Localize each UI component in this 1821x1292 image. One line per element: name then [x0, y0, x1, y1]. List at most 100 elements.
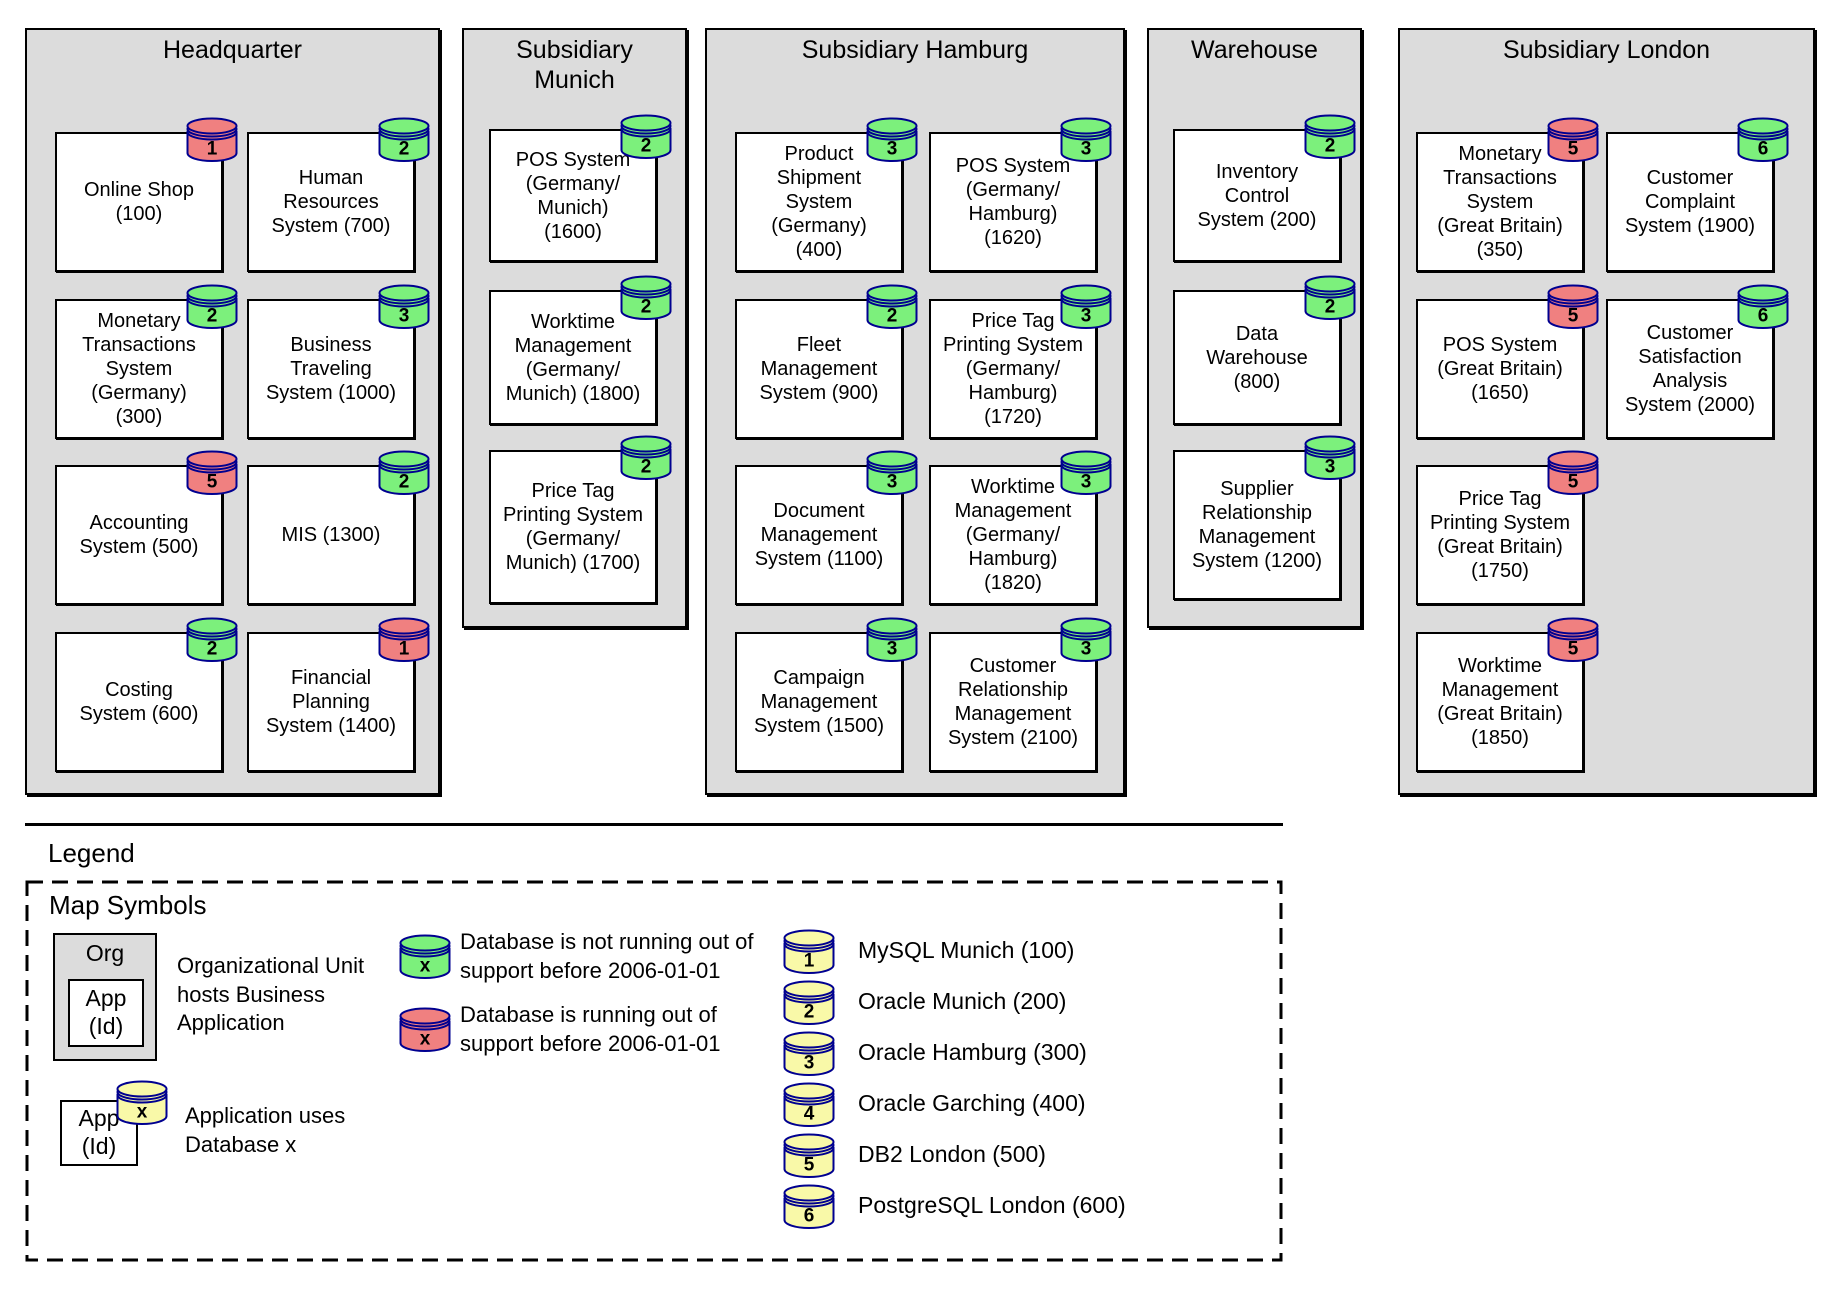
database-id: 2 — [887, 306, 898, 327]
database-id: 3 — [1081, 139, 1092, 160]
database-supported-description: Database is not running out of support b… — [460, 929, 754, 983]
database-id: 2 — [1325, 297, 1336, 318]
database-id: 6 — [1758, 139, 1769, 160]
database-badge: 2 — [1303, 113, 1357, 166]
app-symbol: App (Id) — [68, 979, 144, 1047]
database-cylinder-icon: 2 — [378, 117, 430, 162]
database-badge: 3 — [1059, 116, 1113, 169]
database-badge: 3 — [865, 449, 919, 502]
database-id: x — [420, 1029, 431, 1050]
app-label: Data Warehouse (800) — [1206, 322, 1308, 393]
org-unit-title: Subsidiary Hamburg — [801, 36, 1029, 64]
database-id: 2 — [1325, 136, 1336, 157]
org-symbol-description: Organizational Unit hosts Business Appli… — [177, 953, 365, 1036]
database-id: 3 — [1325, 457, 1336, 478]
database-id: x — [137, 1102, 148, 1123]
database-id: 5 — [1568, 639, 1579, 660]
database-id: 1 — [399, 639, 410, 660]
database-id: 5 — [804, 1155, 815, 1176]
app-label: Campaign Management System (1500) — [753, 667, 885, 737]
database-badge: 5 — [1546, 116, 1600, 169]
database-cylinder-icon: 3 — [1060, 117, 1112, 162]
database-id: x — [420, 956, 431, 977]
app-label: Financial Planning System (1400) — [265, 667, 397, 737]
database-list-icon: 3 — [782, 1030, 836, 1083]
database-id: 3 — [804, 1053, 815, 1074]
database-list-icon: 5 — [782, 1132, 836, 1185]
database-cylinder-icon: x — [116, 1080, 168, 1125]
database-id: 3 — [887, 139, 898, 160]
database-list-icon: 6 — [782, 1183, 836, 1236]
legend-heading: Legend — [48, 838, 135, 868]
database-badge: 2 — [185, 283, 239, 336]
database-badge: 2 — [619, 434, 673, 487]
database-badge: 2 — [619, 113, 673, 166]
database-cylinder-icon: 5 — [1547, 617, 1599, 662]
database-badge: 5 — [1546, 283, 1600, 336]
database-cylinder-icon: x — [399, 934, 451, 979]
database-cylinder-icon: 6 — [783, 1184, 835, 1229]
legend-separator-line — [25, 823, 1283, 826]
database-cylinder-icon: 5 — [783, 1133, 835, 1178]
database-id: 3 — [1081, 472, 1092, 493]
app-label: Human Resources System (700) — [271, 167, 391, 237]
app-label: Business Traveling System (1000) — [265, 334, 397, 404]
database-badge: 6 — [1736, 283, 1790, 336]
database-cylinder-icon: 4 — [783, 1082, 835, 1127]
app-label: Customer Satisfaction Analysis System (2… — [1624, 322, 1756, 416]
map-symbols-box: Map Symbols Org App (Id) Organizational … — [25, 880, 1283, 1262]
app-label: Price Tag Printing System (Germany/ Hamb… — [942, 310, 1084, 428]
database-badge: 3 — [1303, 434, 1357, 487]
org-unit-title: Subsidiary Munich — [516, 36, 633, 94]
database-cylinder-icon: 2 — [378, 450, 430, 495]
database-cylinder-icon: 2 — [620, 114, 672, 159]
org-unit-symbol: Org App (Id) — [53, 933, 157, 1061]
database-list-icon: 2 — [782, 979, 836, 1032]
app-label: Worktime Management (Germany/ Hamburg) (… — [954, 476, 1072, 594]
database-cylinder-icon: 3 — [1060, 284, 1112, 329]
database-supported-icon: x — [398, 933, 452, 986]
app-label: Price Tag Printing System (Great Britain… — [1429, 488, 1571, 582]
database-cylinder-icon: 2 — [1304, 275, 1356, 320]
database-cylinder-icon: 1 — [783, 929, 835, 974]
database-list-label: Oracle Hamburg (300) — [858, 1039, 1087, 1065]
database-generic-icon: x — [115, 1079, 169, 1132]
database-id: 3 — [1081, 306, 1092, 327]
app-label: Inventory Control System (200) — [1197, 160, 1317, 231]
database-cylinder-icon: 5 — [1547, 284, 1599, 329]
org-unit-title: Headquarter — [163, 36, 302, 64]
database-cylinder-icon: 2 — [1304, 114, 1356, 159]
database-id: 5 — [1568, 306, 1579, 327]
database-id: 2 — [399, 139, 410, 160]
database-id: 1 — [207, 139, 218, 160]
database-badge: 5 — [185, 449, 239, 502]
database-badge: 2 — [377, 116, 431, 169]
database-cylinder-icon: 6 — [1737, 117, 1789, 162]
database-cylinder-icon: 2 — [620, 435, 672, 480]
database-badge: 1 — [377, 616, 431, 669]
org-unit-symbol-label: Org — [85, 940, 125, 966]
database-cylinder-icon: 2 — [866, 284, 918, 329]
database-id: 2 — [207, 639, 218, 660]
database-cylinder-icon: 3 — [866, 117, 918, 162]
map-symbols-dashed-border — [25, 880, 1283, 1262]
app-box: Monetary Transactions System (Germany) (… — [55, 299, 223, 439]
app-label: Accounting System (500) — [79, 512, 199, 558]
database-list-icon: 1 — [782, 928, 836, 981]
database-id: 6 — [1758, 306, 1769, 327]
app-label: Product Shipment System (Germany) (400) — [771, 143, 867, 261]
app-label: Costing System (600) — [79, 679, 199, 725]
database-cylinder-icon: 6 — [1737, 284, 1789, 329]
database-unsupported-icon: x — [398, 1006, 452, 1059]
database-list-label: Oracle Garching (400) — [858, 1090, 1086, 1116]
database-cylinder-icon: 3 — [1060, 450, 1112, 495]
app-box: Worktime Management (Germany/ Hamburg) (… — [929, 465, 1097, 605]
database-badge: 2 — [1303, 274, 1357, 327]
database-id: 2 — [399, 472, 410, 493]
database-cylinder-icon: 2 — [783, 980, 835, 1025]
